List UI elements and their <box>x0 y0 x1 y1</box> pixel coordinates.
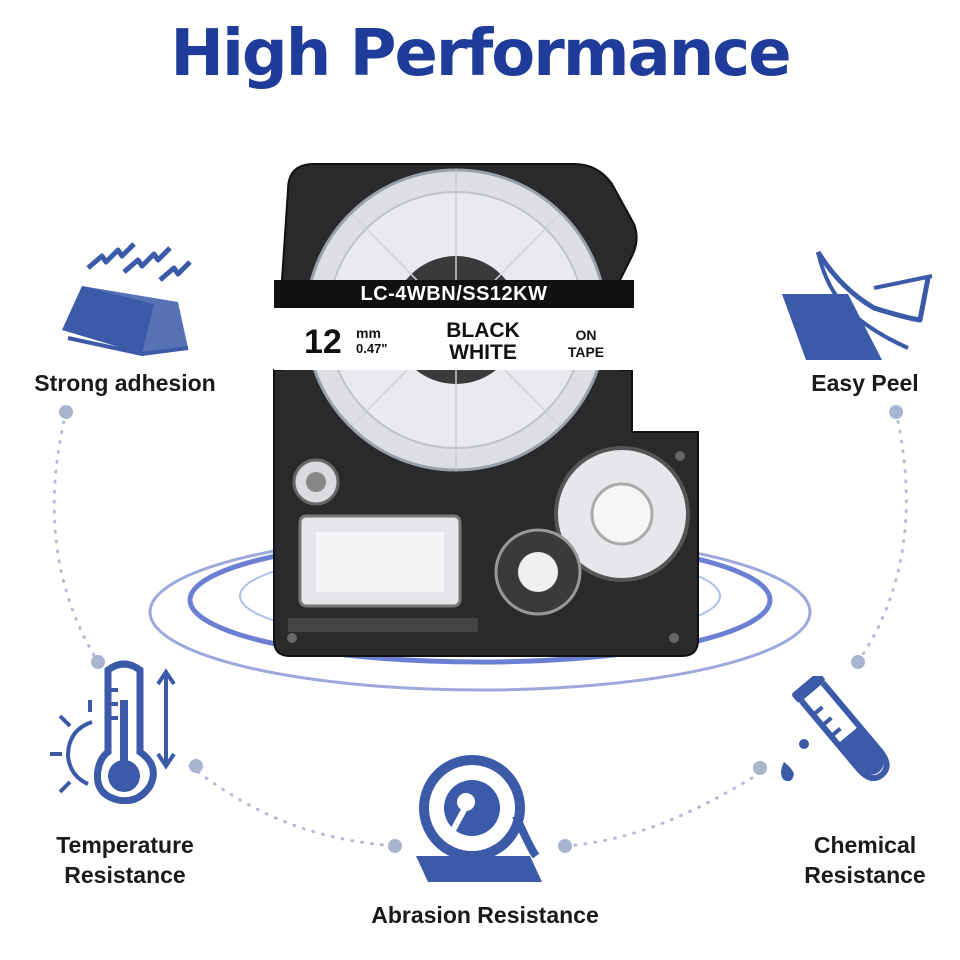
connector-dot <box>753 761 767 775</box>
connector-dot <box>91 655 105 669</box>
abrasion-resistance-label: Abrasion Resistance <box>371 902 599 928</box>
page-headline: High Performance <box>170 17 791 91</box>
cartridge-text-color: BLACK <box>446 319 520 342</box>
temperature-label-line2: Resistance <box>64 862 186 888</box>
cartridge-model: LC-4WBN/SS12KW <box>360 283 548 305</box>
connector-dot <box>59 405 73 419</box>
tape-roll-icon <box>416 755 542 882</box>
chemical-label-line1: Chemical <box>813 832 917 858</box>
connector-dot <box>558 839 572 853</box>
temperature-resistance-label: Temperature Resistance <box>20 830 230 890</box>
connector-dot <box>388 839 402 853</box>
strong-adhesion-label: Strong adhesion <box>34 370 216 396</box>
test-tube-icon <box>781 676 890 782</box>
tape-cartridge-image <box>273 163 699 657</box>
temperature-label-line1: Temperature <box>56 832 194 858</box>
cartridge-width-in: 0.47" <box>356 341 388 356</box>
chemical-label-line2: Resistance <box>804 862 926 888</box>
cartridge-width-mm: 12 <box>304 323 342 361</box>
connector-dot <box>189 759 203 773</box>
connector-dot <box>889 405 903 419</box>
cartridge-unit-mm: mm <box>356 325 381 341</box>
strong-adhesion-icon <box>62 242 192 357</box>
cartridge-tape-color: WHITE <box>449 341 517 364</box>
easy-peel-icon <box>782 250 933 360</box>
connector-dot <box>851 655 865 669</box>
easy-peel-label: Easy Peel <box>811 370 919 396</box>
chemical-resistance-label: Chemical Resistance <box>770 830 960 890</box>
thermometer-icon <box>50 660 176 804</box>
cartridge-tape-label: TAPE <box>567 344 605 360</box>
cartridge-on-label: ON <box>575 327 597 343</box>
